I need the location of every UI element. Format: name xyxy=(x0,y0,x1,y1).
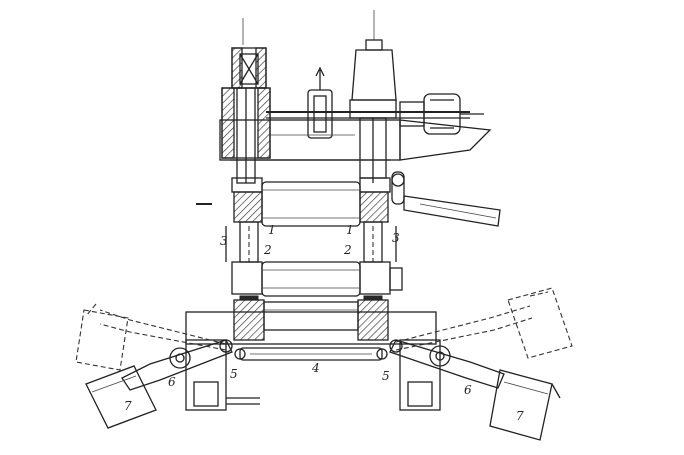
left-screwdown-housing xyxy=(221,18,271,184)
upper-roll-assembly xyxy=(225,177,397,263)
right-screwdown-housing xyxy=(349,10,397,183)
adjusting-lever xyxy=(391,171,501,227)
label-5-left: 5 xyxy=(230,367,238,381)
right-counterweight-dashed xyxy=(395,287,573,359)
label-6-left: 6 xyxy=(168,375,176,389)
label-1-right: 1 xyxy=(346,223,354,237)
left-counterweight-lever xyxy=(85,339,233,429)
middle-roll-assembly xyxy=(231,261,403,297)
drive-transmission xyxy=(266,66,484,139)
label-7-left: 7 xyxy=(124,399,132,413)
tie-rod xyxy=(234,347,388,361)
left-counterweight-dashed xyxy=(75,303,227,371)
label-3-right: 3 xyxy=(392,231,400,245)
lower-roll-assembly xyxy=(233,295,389,341)
label-3-left: 3 xyxy=(220,234,228,248)
base-frame xyxy=(185,311,441,411)
label-2-right: 2 xyxy=(343,243,352,257)
right-counterweight-lever xyxy=(389,339,561,441)
label-5-right: 5 xyxy=(382,369,390,383)
label-7-right: 7 xyxy=(516,409,524,423)
upper-crossbeam xyxy=(219,119,492,161)
label-2-left: 2 xyxy=(263,243,272,257)
label-6-right: 6 xyxy=(464,383,472,397)
label-4: 4 xyxy=(311,361,320,375)
label-1-left: 1 xyxy=(268,223,276,237)
